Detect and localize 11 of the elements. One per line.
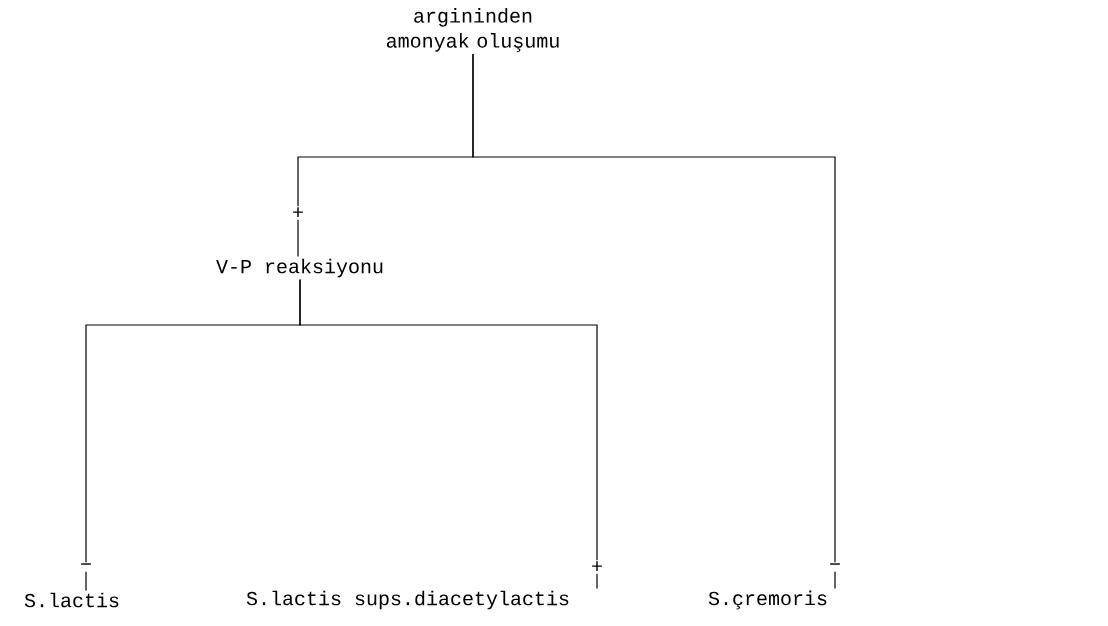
node-label: argininden amonyak oluşumu xyxy=(386,8,559,52)
node-label: S.lactis xyxy=(24,592,119,608)
edge-label: − xyxy=(828,562,842,572)
connector-line xyxy=(472,53,836,589)
edge-label: − xyxy=(79,562,93,572)
node-label: S.çremoris xyxy=(708,590,827,610)
edge-label: + xyxy=(590,560,604,574)
node-label: S.lactis sups.diacetylactis xyxy=(246,590,569,610)
connector-line xyxy=(299,278,598,590)
node-label: V-P reaksiyonu xyxy=(216,258,383,278)
edge-label: + xyxy=(291,206,305,220)
